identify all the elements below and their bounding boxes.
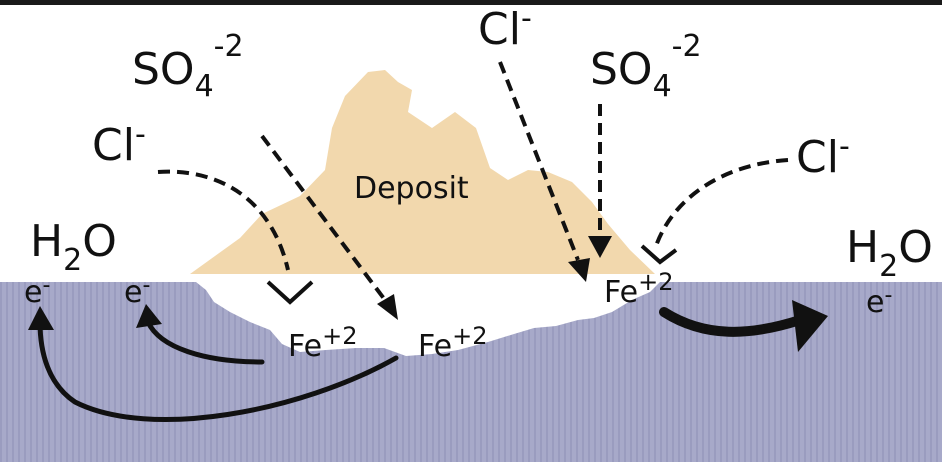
cl-left-arrowhead (266, 280, 314, 305)
so4-left-label: SO4-2 (132, 29, 244, 104)
cl-right-arrowhead (640, 244, 678, 265)
electron-left-1-label: e- (24, 273, 50, 310)
cl-left-label: Cl- (92, 117, 146, 171)
h2o-left-label: H2O (30, 216, 117, 278)
so4-right-label: SO4-2 (590, 29, 702, 104)
corrosion-pit (196, 282, 660, 356)
electron-arrow-inner (145, 319, 265, 365)
cl-top-arrow (498, 61, 580, 261)
h2o-right-label: H2O (846, 222, 933, 284)
cl-right-arrow (654, 158, 789, 247)
top-bar (0, 0, 942, 5)
electron-arrow-inner-head (136, 304, 162, 328)
fe-right-flow-arrow (659, 307, 805, 337)
electron-right-label: e- (866, 283, 892, 320)
so4-right-arrowhead (588, 236, 612, 258)
cl-left-arrow (157, 169, 290, 271)
deposit-label: Deposit (354, 171, 469, 206)
so4-left-arrowhead (377, 294, 398, 320)
fe-right-flow-arrowhead (792, 300, 828, 352)
cl-right-label: Cl- (796, 129, 850, 183)
fe-pit-left-label: Fe+2 (288, 322, 357, 364)
so4-left-arrow (260, 134, 387, 302)
cl-top-label: Cl- (478, 1, 532, 55)
fe-pit-center-label: Fe+2 (418, 322, 487, 364)
electron-arrow-outer-head (28, 306, 54, 330)
electron-left-2-label: e- (124, 273, 150, 310)
fe-right-label: Fe+2 (604, 268, 673, 310)
deposit-mound (190, 70, 655, 274)
electron-arrow-outer (37, 319, 399, 423)
cl-top-arrowhead (568, 258, 590, 282)
